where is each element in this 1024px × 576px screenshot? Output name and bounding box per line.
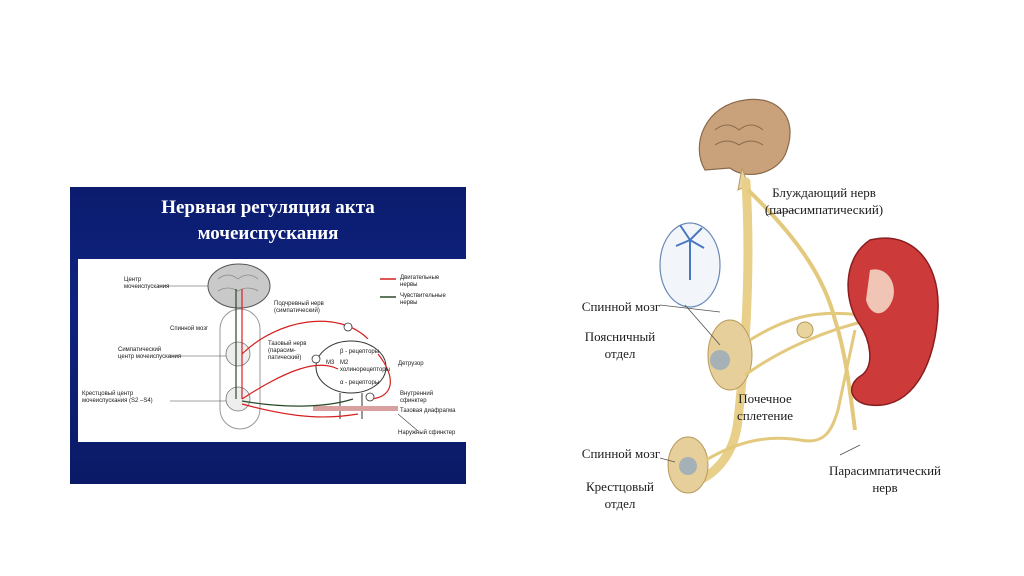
legend-sensory-label: Чувствительные нервы	[400, 293, 446, 306]
slide-title: Нервная регуляция акта мочеиспускания	[70, 195, 466, 247]
renal-plexus-ganglion	[796, 321, 814, 339]
m3-label: М3	[326, 360, 335, 366]
brain-folds-illustration	[714, 124, 764, 146]
pelvic-diaphragm-band	[313, 406, 398, 411]
kidney-illustration	[847, 237, 939, 406]
center-label: Центр мочеиспускания	[124, 277, 170, 290]
hypogastric-nerve-label: Подчревный нерв (симпатический)	[274, 301, 324, 314]
kidney-innervation-illustration: Блуждающий нерв (парасимпатический) Спин…	[570, 90, 970, 530]
beta-receptors-label: β - рецепторы	[340, 349, 380, 355]
renal-plexus-branch-2	[744, 318, 871, 377]
vagus-nerve-label: Блуждающий нерв (парасимпатический)	[764, 185, 884, 217]
pelvic-nerve-path	[241, 364, 339, 400]
lumbar-section-label: Поясничный отдел	[584, 329, 656, 361]
sympathetic-center-label: Симпатический центр мочеиспускания	[118, 347, 182, 360]
spinal-cord-label-1: Спинной мозг	[581, 299, 661, 314]
pelvic-diaphragm-label: Тазовая диафрагма	[400, 408, 456, 414]
neuron-drawing	[675, 224, 705, 280]
detrusor-label: Детрузор	[398, 361, 424, 367]
sacral-ganglion	[679, 457, 697, 475]
sensory-return-path	[241, 398, 354, 407]
outer-sphincter-label: Наружный сфинктер	[398, 430, 456, 436]
leader-line	[659, 304, 721, 313]
minus-marker	[343, 322, 353, 332]
sacral-center-label: Крестцовый центр мочеиспускания (S2 –S4)	[82, 391, 153, 404]
regulation-diagram-graphic	[158, 263, 419, 432]
pudendal-nerve-path	[241, 403, 359, 418]
lumbar-ganglion	[710, 350, 730, 370]
parasympathetic-nerve-path	[705, 329, 857, 462]
m2-label: М2 холинорецепторы	[340, 360, 390, 373]
sacral-section-label: Крестцовый отдел	[585, 479, 654, 511]
leader-line	[765, 209, 796, 216]
vagus-nerve	[746, 188, 857, 431]
slide-panel: Нервная регуляция акта мочеиспускания	[70, 187, 466, 484]
leader-line	[839, 444, 861, 456]
slide-title-line-1: Нервная регуляция акта	[161, 197, 375, 218]
leader-line	[397, 413, 419, 432]
spinal-cord-label-2: Спинной мозг	[581, 446, 661, 461]
sacral-center-circle	[225, 386, 251, 412]
inset-leader	[684, 304, 721, 346]
renal-plexus-label: Почечное сплетение	[736, 391, 794, 423]
hypogastric-nerve-path	[241, 320, 369, 355]
leader-line	[659, 457, 676, 463]
brain-shape	[207, 263, 271, 309]
plus-marker-2	[365, 392, 375, 402]
slide-title-line-2: мочеиспускания	[197, 223, 339, 244]
sympathetic-center-circle	[225, 341, 251, 367]
kidney-pelvis	[866, 269, 894, 314]
pelvic-nerve-label: Тазовый нерв (парасим- патический)	[268, 341, 307, 361]
bladder-regulation-diagram: Центр мочеиспускания Спинной мозг Симпат…	[78, 259, 466, 442]
plus-marker	[311, 354, 321, 364]
lumbar-segment	[707, 319, 753, 391]
parasympathetic-nerve-label: Парасимпатический нерв	[828, 463, 942, 495]
spinal-cord-label: Спинной мозг	[170, 326, 209, 332]
detrusor-loop-path	[367, 353, 391, 400]
brain-illustration	[698, 98, 791, 176]
legend-motor-label: Двигательные нервы	[400, 275, 440, 288]
alpha-receptors-label: α - рецепторы	[340, 380, 380, 386]
brain-folds	[217, 274, 259, 292]
renal-plexus-branch	[749, 311, 861, 342]
kidney-innervation-graphic	[659, 98, 939, 494]
inner-sphincter-label: Внутренний сфинктер	[400, 391, 434, 404]
